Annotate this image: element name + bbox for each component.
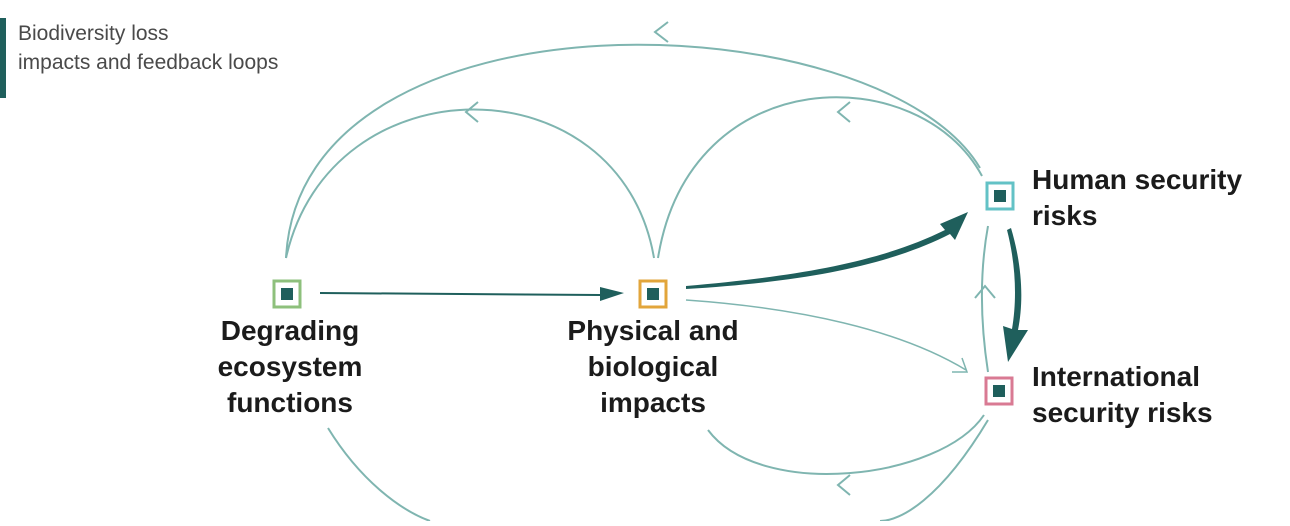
feedback-arc-human-to-physical (657, 96, 983, 259)
feedback-arc-international-to-physical (707, 414, 985, 475)
label-physical: Physical and biological impacts (528, 313, 778, 421)
node-marker-human (985, 181, 1015, 211)
thin-arrow-physical-to-international (685, 299, 967, 371)
arrow-head-right-arc (836, 101, 851, 123)
feedback-arc-physical-to-degrading (285, 108, 655, 259)
label-international: International security risks (1032, 359, 1282, 431)
label-international-line-2: security risks (1032, 397, 1213, 428)
label-human: Human security risks (1032, 162, 1282, 234)
main-arrow-physical-to-human (686, 212, 968, 289)
label-degrading-line-3: functions (227, 387, 353, 418)
title-line-1: Biodiversity loss (18, 22, 169, 45)
main-arrow-degrading-to-physical (320, 287, 624, 301)
thin-arrow-international-to-human (981, 225, 989, 373)
arrow-head-left-arc (464, 101, 479, 123)
main-arrow-human-to-international (1003, 228, 1028, 362)
label-physical-line-3: impacts (600, 387, 706, 418)
arrow-head-bottom-arc (836, 474, 851, 496)
title-line-2: impacts and feedback loops (18, 51, 279, 74)
label-degrading-line-1: Degrading (220, 315, 360, 346)
node-marker-degrading (272, 279, 302, 309)
feedback-arc-degrading-bottom (327, 427, 431, 522)
label-degrading: Degrading ecosystem functions (170, 313, 410, 421)
arrow-head-international-to-human (974, 284, 996, 299)
label-degrading-line-2: ecosystem (217, 351, 363, 382)
arrow-head-physical-to-international (952, 357, 969, 373)
label-physical-line-2: biological (587, 351, 719, 382)
label-physical-line-1: Physical and (567, 315, 739, 346)
feedback-arc-human-to-degrading (285, 43, 981, 259)
label-international-line-1: International (1032, 361, 1201, 392)
arrow-head-outer (653, 21, 669, 43)
node-marker-physical (638, 279, 668, 309)
node-marker-international (984, 376, 1014, 406)
feedback-arc-international-to-degrading (879, 419, 989, 522)
title-accent-bar (0, 18, 6, 98)
label-human-line-2: risks (1032, 200, 1098, 231)
label-human-line-1: Human security (1032, 164, 1243, 195)
diagram-title: Biodiversity loss impacts and feedback l… (18, 19, 278, 77)
